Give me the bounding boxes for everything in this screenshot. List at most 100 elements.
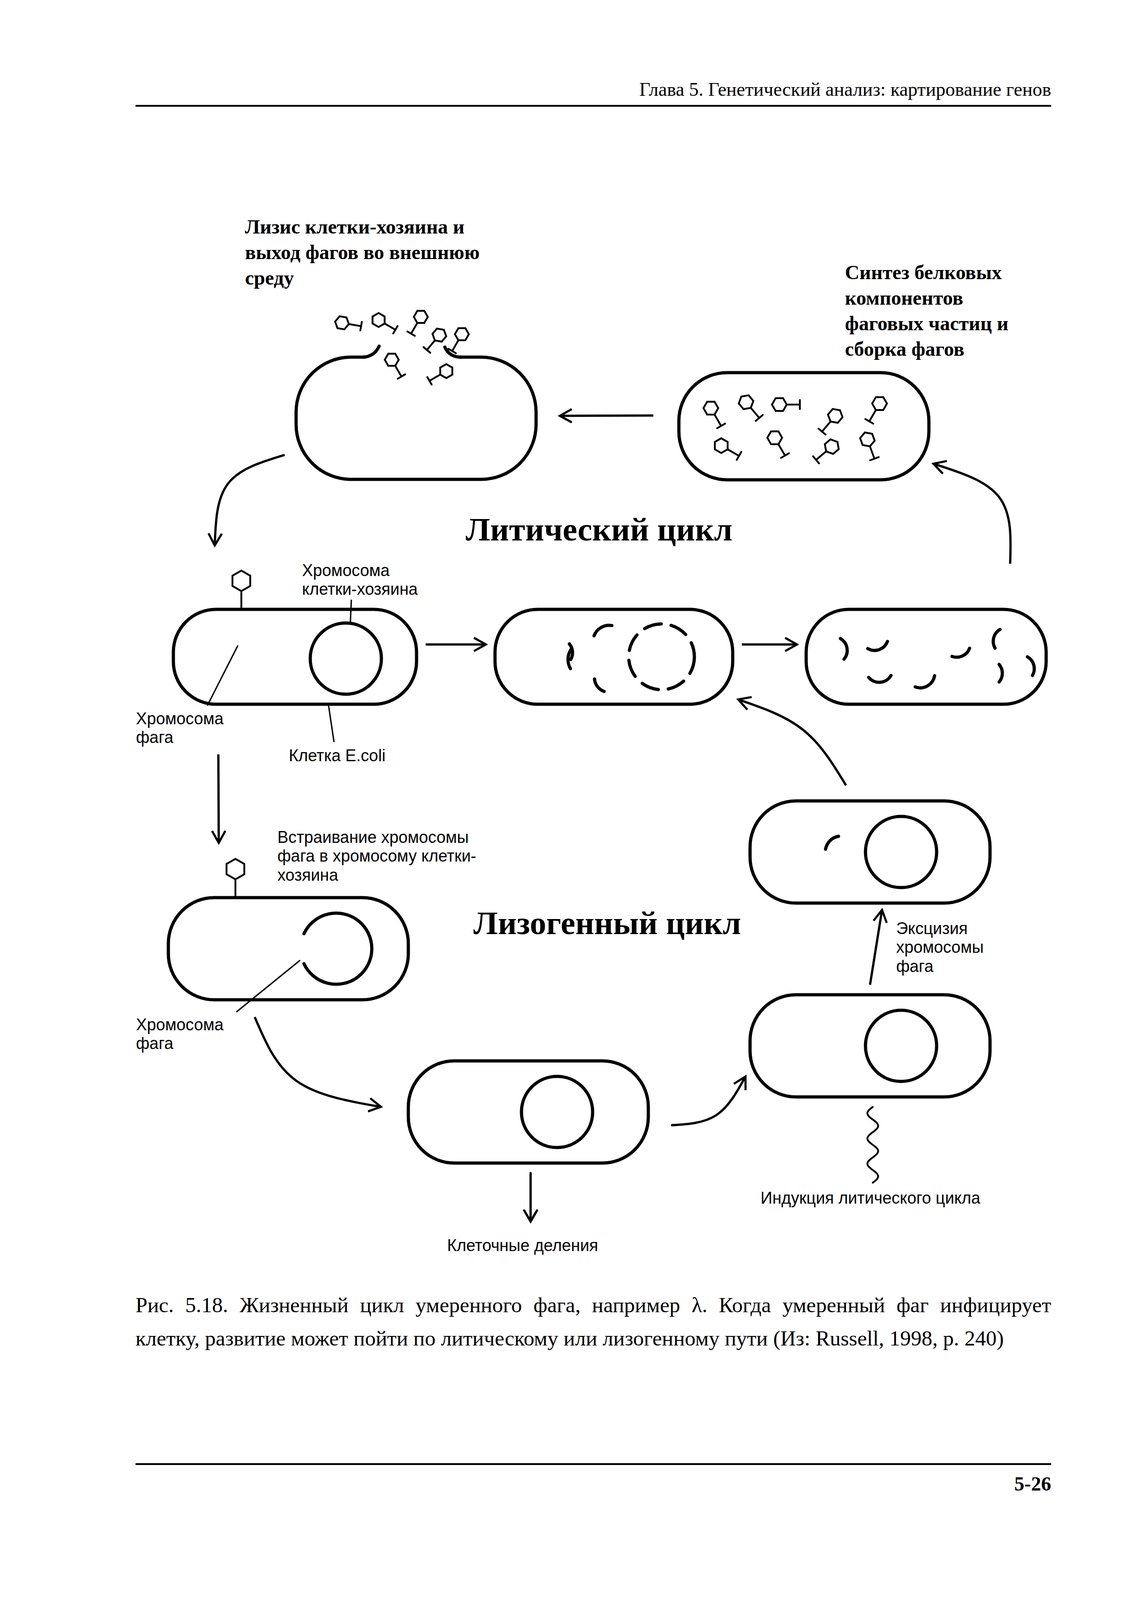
host-chromosome (521, 1076, 593, 1148)
cell-node (495, 609, 733, 705)
cycle-arrow (217, 754, 220, 844)
header-rule (135, 104, 1052, 107)
dna-fragment (825, 836, 839, 850)
dna-fragment (569, 644, 573, 660)
phage-icon (226, 859, 245, 898)
cell-drawing (678, 372, 929, 480)
dna-fragment (868, 675, 892, 683)
phage-icon (406, 307, 430, 337)
cell-outline (173, 609, 417, 705)
cell-outline (408, 1061, 649, 1164)
leader-line (328, 705, 334, 742)
cell-drawing (408, 1061, 649, 1164)
lysis-lip (363, 346, 380, 358)
cycle-arrow (870, 910, 882, 986)
phage-icon (369, 311, 399, 336)
phage-icon (422, 325, 449, 354)
division-arrowhead (524, 1210, 537, 1222)
cell-drawing (750, 801, 991, 904)
dna-fragment (594, 679, 605, 692)
cell-label: Встраивание хромосомы фага в хромосому к… (277, 828, 492, 885)
cycle-arrow (933, 463, 1011, 564)
phage-icon (817, 406, 845, 436)
dna-fragment (594, 625, 612, 636)
cell-node: Хромосома клетки-хозяинаХромосома фагаКл… (173, 609, 417, 705)
cell-outline (296, 357, 537, 480)
lysis-opening (365, 353, 460, 361)
phage-icon (863, 394, 889, 425)
dna-fragment (993, 629, 1001, 649)
cell-node (806, 609, 1047, 705)
cell-outline (495, 609, 733, 705)
cell-outline (678, 372, 929, 480)
phage-icon (765, 428, 791, 459)
phage-icon (232, 570, 251, 610)
integrating-chromosome (303, 913, 372, 985)
cycle-arrow (738, 699, 846, 786)
footer-rule (135, 1463, 1052, 1466)
host-chromosome (865, 816, 937, 888)
degraded-chromosome (628, 624, 695, 690)
phage-icon (383, 350, 407, 380)
cycle-arrow (254, 1017, 381, 1108)
leader-line (207, 646, 238, 706)
phage-icon (812, 437, 842, 465)
cycle-arrow (559, 414, 654, 418)
cell-node (750, 801, 991, 904)
cell-label: Лизис клетки-хозяина и выход фагов во вн… (244, 214, 483, 292)
cell-drawing (495, 609, 733, 705)
cell-outline (168, 897, 409, 1001)
dna-fragment (867, 641, 888, 651)
cell-label: Клетка E.coli (288, 746, 408, 766)
cell-node: Синтез белковых компонентов фаговых част… (678, 372, 929, 480)
host-chromosome (865, 1010, 937, 1082)
cell-label: Хромосома фага (135, 709, 237, 748)
division-arrow (529, 1173, 532, 1221)
leader-line (350, 600, 352, 623)
dna-fragment (840, 638, 848, 660)
cycle-arrow (214, 454, 285, 546)
figure-caption: Рис. 5.18. Жизненный цикл умеренного фаг… (135, 1288, 1052, 1356)
cell-outline (750, 801, 991, 904)
cell-drawing (173, 609, 417, 705)
dna-fragment (1027, 656, 1035, 676)
phage-icon (701, 398, 727, 430)
cell-label: Хромосома клетки-хозяина (302, 561, 439, 600)
cycle-title: Лизогенный цикл (401, 904, 813, 943)
induction-signal (867, 1107, 879, 1184)
cell-label: Синтез белковых компонентов фаговых част… (844, 260, 1037, 363)
leader-line (236, 960, 300, 1012)
cell-drawing (168, 897, 409, 1001)
cell-drawing (750, 995, 991, 1098)
cycle-arrow (425, 643, 486, 646)
cell-drawing (296, 357, 537, 480)
host-chromosome (310, 623, 382, 695)
cycle-arrow (671, 1076, 746, 1126)
phage-icon (711, 436, 743, 462)
phage-icon (426, 362, 456, 387)
cell-node: Лизис клетки-хозяина и выход фагов во вн… (296, 357, 537, 480)
phage-icon (736, 392, 765, 423)
phage-icon (771, 398, 800, 412)
phage-icon (859, 430, 881, 461)
cell-outline (806, 609, 1047, 705)
cycle-arrow (741, 643, 798, 646)
cell-node: Встраивание хромосомы фага в хромосому к… (168, 897, 409, 1001)
phage-icon (447, 325, 471, 355)
page-number: 5-26 (868, 1472, 1052, 1496)
dna-fragment (952, 648, 970, 658)
cell-drawing (806, 609, 1047, 705)
running-header: Глава 5. Генетический анализ: картирован… (135, 78, 1052, 101)
cell-outline (750, 995, 991, 1098)
dna-fragment (999, 664, 1003, 683)
phage-icon (333, 315, 363, 333)
cell-label: Индукция литического цикла (760, 1188, 1017, 1208)
edge-label: Эксцизия хромосомы фага (894, 918, 1008, 977)
cell-node: Клеточные деления (408, 1061, 649, 1164)
cell-node: Индукция литического цикла (750, 995, 991, 1098)
cycle-title: Литический цикл (393, 510, 805, 549)
cell-label: Хромосома фага (135, 1015, 237, 1054)
cell-label: Клеточные деления (447, 1236, 621, 1256)
